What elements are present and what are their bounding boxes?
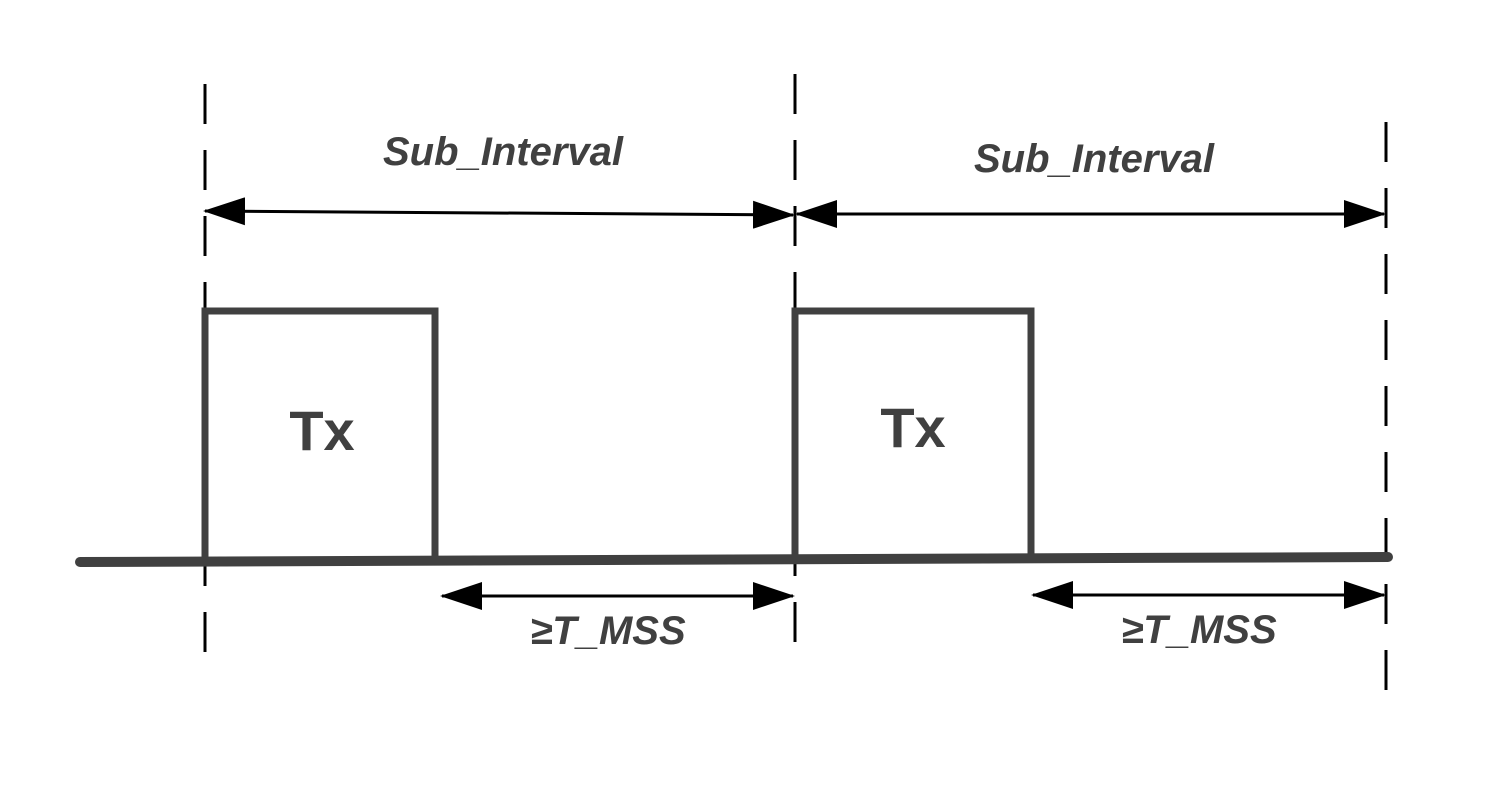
sub-interval-label-2: Sub_Interval [974,137,1215,181]
sub-interval-label-1: Sub_Interval [383,130,624,174]
tx-label-2: Tx [880,396,945,459]
time-axis-baseline [75,552,1393,567]
tmss-label-2: ≥T_MSS [1121,608,1277,652]
tx-label-1: Tx [289,399,354,462]
sub-interval-arrow-1 [203,197,795,229]
tx-pulse-1 [201,307,439,562]
tx-pulse-2 [791,307,1035,559]
tmss-label-1: ≥T_MSS [530,609,686,653]
